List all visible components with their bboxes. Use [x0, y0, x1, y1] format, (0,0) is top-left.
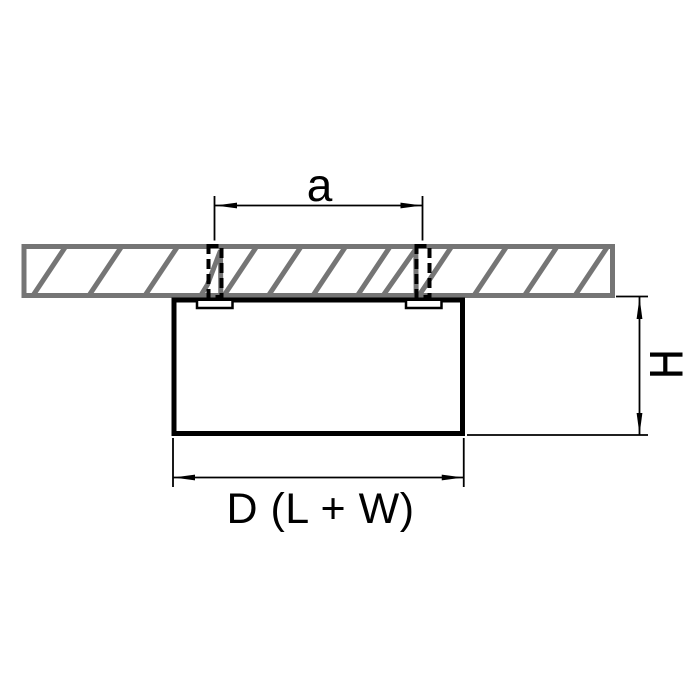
- svg-text:D (L + W): D (L + W): [226, 485, 414, 533]
- svg-text:a: a: [307, 159, 333, 211]
